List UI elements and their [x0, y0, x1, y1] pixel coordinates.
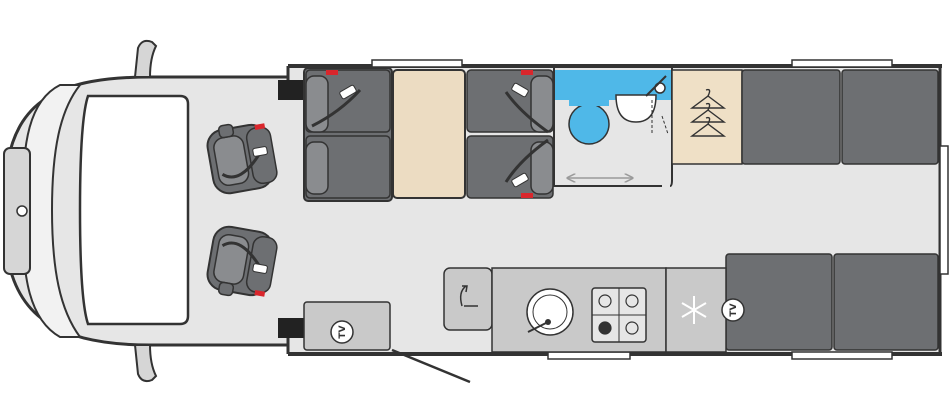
- rear-bench-top-2: [841, 69, 939, 165]
- hob-burners-icon: [591, 287, 647, 343]
- tv-label-lounge: TV: [338, 325, 348, 338]
- rear-window: [939, 145, 949, 275]
- swivel-arrow-icon: [459, 285, 468, 307]
- pillar-bottom: [278, 318, 304, 338]
- dinette: [303, 67, 554, 202]
- tv-icon: TV: [330, 320, 354, 344]
- cab-seat-driver: [206, 123, 278, 195]
- badge: [16, 205, 28, 217]
- window-top-1: [371, 59, 463, 68]
- rear-bench-bottom-1: [725, 253, 833, 351]
- rear-lounge: [725, 69, 939, 351]
- dinette-table: [392, 69, 466, 199]
- entrance-cabinet: TV: [303, 301, 391, 351]
- washroom: [553, 68, 673, 187]
- seatbelt-icon: [511, 172, 529, 188]
- seatbelt-icon: [252, 263, 268, 274]
- seatbelt-icon: [252, 146, 268, 157]
- pillar-top: [278, 80, 304, 100]
- tv-label-kitchen: TV: [729, 303, 739, 316]
- rear-bench-bottom-2: [833, 253, 939, 351]
- window-top-2: [791, 59, 893, 68]
- window-bottom-1: [547, 351, 631, 360]
- mirror-top: [133, 39, 158, 78]
- rear-bench-top-1: [741, 69, 841, 165]
- fridge: [665, 267, 727, 353]
- cab-seat-passenger: [206, 225, 278, 297]
- seatbelt-icon: [339, 84, 357, 100]
- mirror-bottom: [133, 344, 158, 383]
- cab: [3, 39, 302, 383]
- wardrobe: [671, 69, 743, 165]
- tv-icon: TV: [721, 298, 745, 322]
- window-bottom-2: [791, 351, 893, 360]
- swivel-worktop: [443, 267, 493, 331]
- windscreen: [78, 94, 190, 326]
- seatbelt-icon: [511, 82, 529, 98]
- entrance-door[interactable]: [391, 348, 471, 384]
- toilet-icon: [568, 103, 610, 145]
- basin: [615, 94, 657, 123]
- kitchen: TV: [443, 267, 745, 353]
- clothes-hanger-icon: [689, 88, 727, 137]
- washroom-wall: [553, 68, 673, 187]
- snowflake-icon: [681, 296, 707, 324]
- sink-icon: [526, 288, 574, 336]
